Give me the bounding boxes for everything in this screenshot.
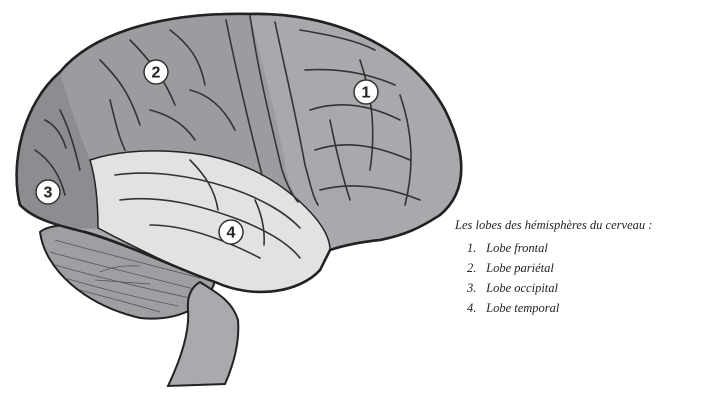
legend-item-frontal: 1. Lobe frontal [467,241,715,256]
badge-temporal-number: 4 [227,225,236,242]
legend-item-label: Lobe frontal [486,241,548,255]
legend-item-number: 1. [467,241,483,256]
legend-list: 1. Lobe frontal 2. Lobe pariétal 3. Lobe… [455,241,715,316]
badge-parietal: 2 [144,60,168,84]
badge-temporal: 4 [219,220,243,244]
badge-parietal-number: 2 [152,65,161,82]
legend-item-label: Lobe pariétal [486,261,554,275]
legend-item-number: 3. [467,281,483,296]
legend-item-number: 4. [467,301,483,316]
badge-occipital: 3 [36,180,60,204]
legend-title: Les lobes des hémisphères du cerveau : [455,218,715,233]
legend-item-label: Lobe temporal [486,301,559,315]
legend-item-label: Lobe occipital [486,281,558,295]
badge-occipital-number: 3 [44,185,53,202]
badge-frontal: 1 [354,80,378,104]
badge-frontal-number: 1 [362,85,371,102]
legend-item-occipital: 3. Lobe occipital [467,281,715,296]
legend-item-number: 2. [467,261,483,276]
legend-item-temporal: 4. Lobe temporal [467,301,715,316]
legend: Les lobes des hémisphères du cerveau : 1… [455,218,715,321]
legend-item-parietal: 2. Lobe pariétal [467,261,715,276]
